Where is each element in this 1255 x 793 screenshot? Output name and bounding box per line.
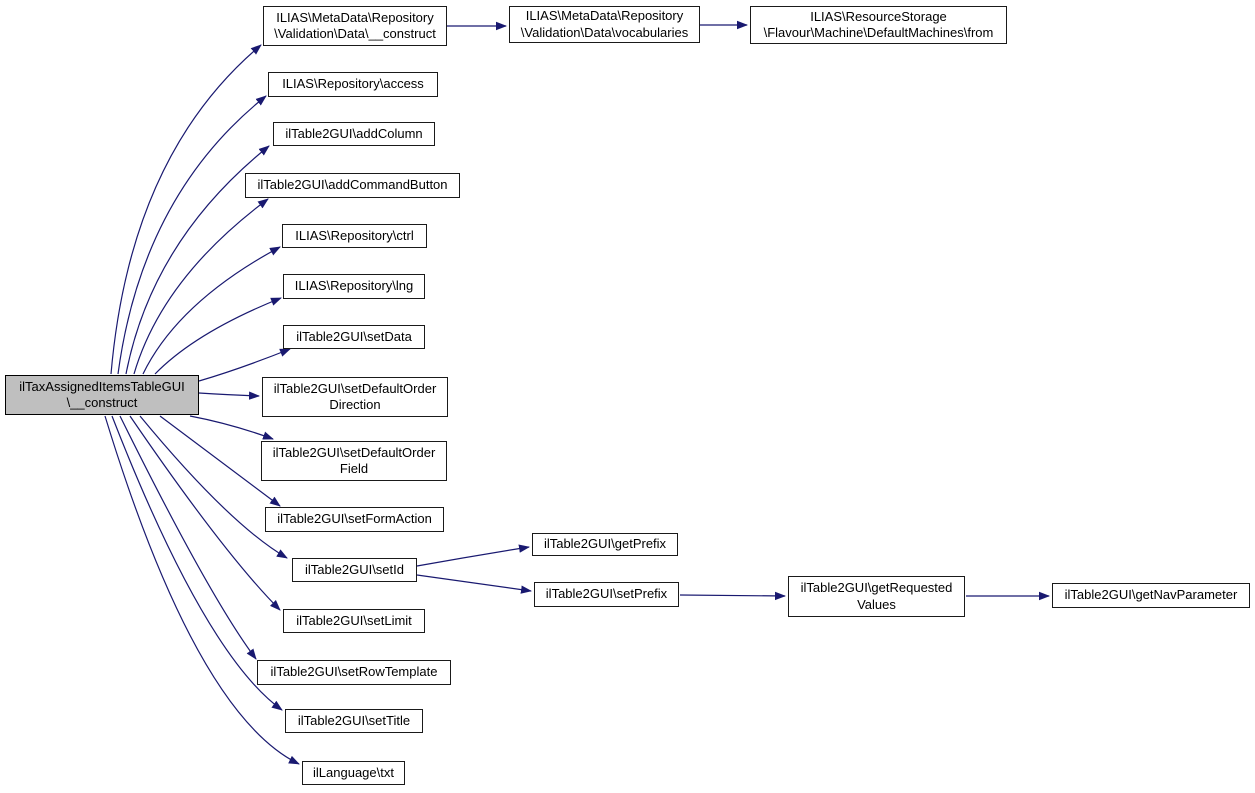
node-get-nav-parameter[interactable]: ilTable2GUI\getNavParameter — [1052, 583, 1250, 608]
edge-main-set-form-action — [159, 415, 281, 507]
node-ctrl[interactable]: ILIAS\Repository\ctrl — [282, 224, 427, 248]
edge-main-set-default-order-direction — [198, 391, 260, 400]
node-main: ilTaxAssignedItemsTableGUI \__construct — [5, 375, 199, 415]
node-get-requested-values[interactable]: ilTable2GUI\getRequested Values — [788, 576, 965, 617]
edge-main-set-id — [139, 415, 288, 559]
edge-main-set-limit — [129, 415, 281, 611]
edge-main-lng — [154, 297, 282, 375]
node-set-limit[interactable]: ilTable2GUI\setLimit — [283, 609, 425, 633]
node-txt[interactable]: ilLanguage\txt — [302, 761, 405, 785]
edge-set-id-get-prefix — [416, 544, 530, 567]
node-access[interactable]: ILIAS\Repository\access — [268, 72, 438, 97]
node-set-id[interactable]: ilTable2GUI\setId — [292, 558, 417, 582]
edge-main-set-data — [198, 348, 291, 382]
edge-main-set-default-order-field — [189, 415, 274, 440]
edge-main-txt — [104, 415, 300, 765]
edge-set-prefix-get-requested-values — [679, 591, 786, 601]
node-default-machines-from[interactable]: ILIAS\ResourceStorage \Flavour\Machine\D… — [750, 6, 1007, 44]
edge-main-md-construct — [110, 44, 262, 375]
node-lng[interactable]: ILIAS\Repository\lng — [283, 274, 425, 299]
node-add-command-button[interactable]: ilTable2GUI\addCommandButton — [245, 173, 460, 198]
node-set-data[interactable]: ilTable2GUI\setData — [283, 325, 425, 349]
node-md-construct[interactable]: ILIAS\MetaData\Repository \Validation\Da… — [263, 6, 447, 46]
edge-set-id-set-prefix — [416, 574, 532, 594]
node-set-default-order-direction[interactable]: ilTable2GUI\setDefaultOrder Direction — [262, 377, 448, 417]
node-set-title[interactable]: ilTable2GUI\setTitle — [285, 709, 423, 733]
edge-main-ctrl — [142, 246, 281, 375]
node-set-default-order-field[interactable]: ilTable2GUI\setDefaultOrder Field — [261, 441, 447, 481]
edge-main-set-title — [111, 415, 283, 711]
node-set-form-action[interactable]: ilTable2GUI\setFormAction — [265, 507, 444, 532]
edge-main-access — [117, 95, 267, 375]
edge-main-add-command-button — [133, 198, 269, 375]
node-add-column[interactable]: ilTable2GUI\addColumn — [273, 122, 435, 146]
node-get-prefix[interactable]: ilTable2GUI\getPrefix — [532, 533, 678, 556]
node-set-row-template[interactable]: ilTable2GUI\setRowTemplate — [257, 660, 451, 685]
edge-main-set-row-template — [119, 415, 257, 660]
node-vocabularies[interactable]: ILIAS\MetaData\Repository \Validation\Da… — [509, 6, 700, 43]
edge-main-add-column — [125, 145, 270, 375]
node-set-prefix[interactable]: ilTable2GUI\setPrefix — [534, 582, 679, 607]
